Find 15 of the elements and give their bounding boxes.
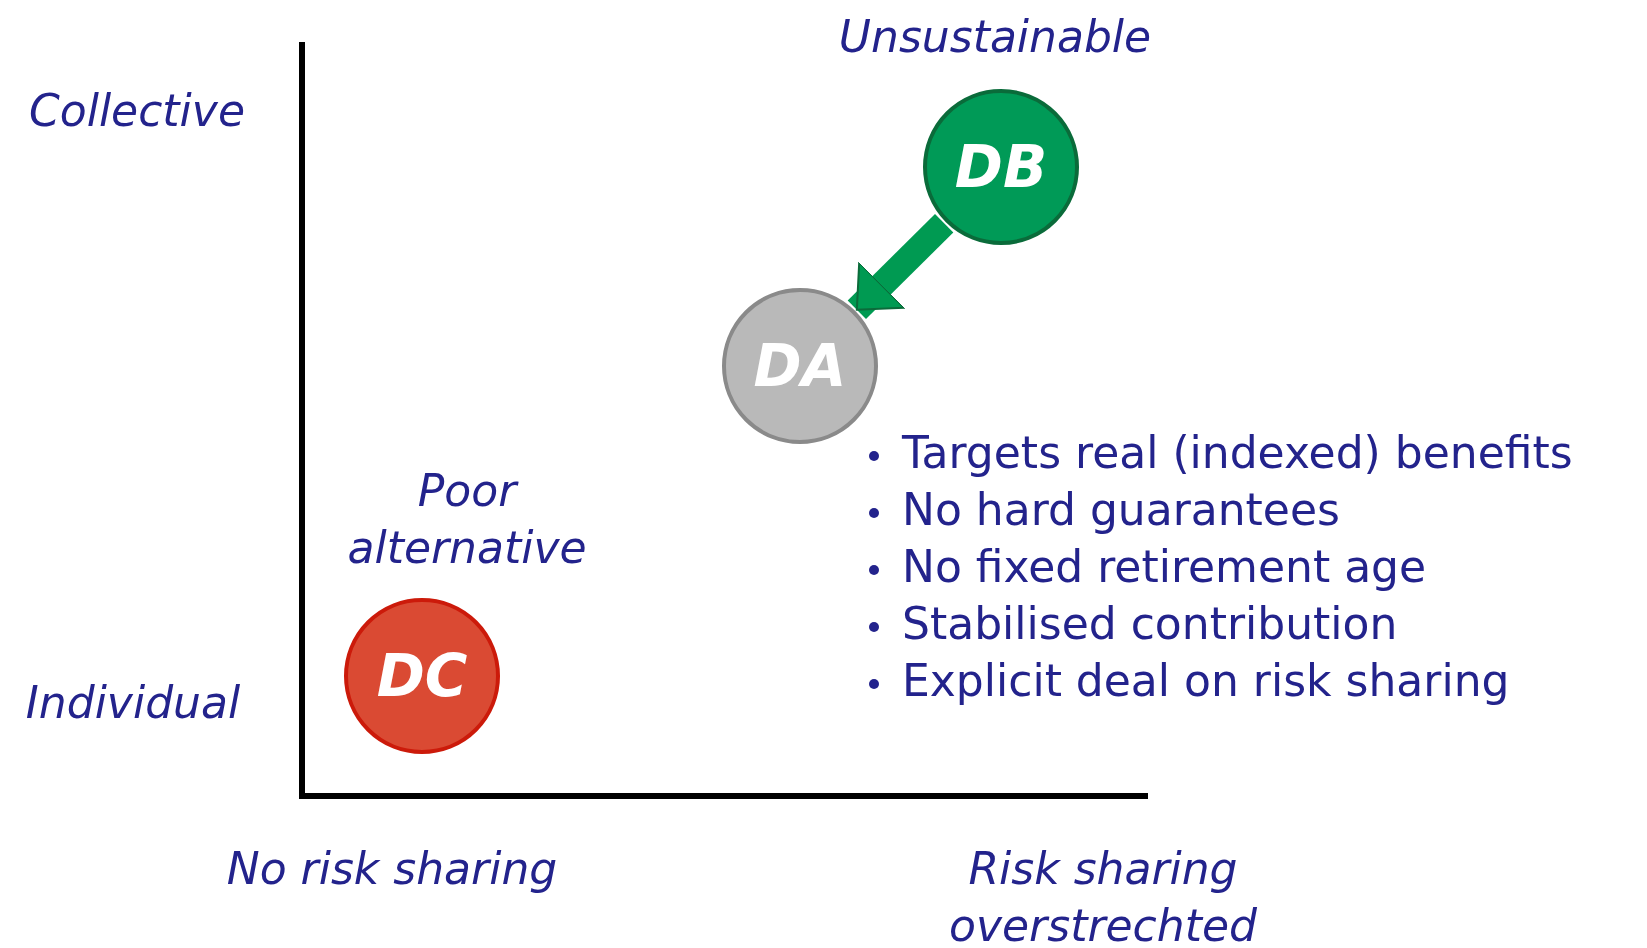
axis-label: Risk sharing overstrechted: [948, 842, 1258, 948]
plan-label: DC: [376, 642, 468, 710]
arrow: [847, 214, 954, 319]
bullet-text: Explicit deal on risk sharing: [902, 654, 1510, 708]
axis-label: No risk sharing: [225, 842, 559, 896]
plan-label: DB: [954, 133, 1048, 201]
bullet-text: Targets real (indexed) benefits: [902, 426, 1573, 480]
bullet-text: No fixed retirement age: [902, 540, 1427, 594]
plan-caption: Poor alternative: [346, 464, 588, 575]
axis-label: Collective: [28, 84, 246, 138]
bullet-text: Stabilised contribution: [902, 597, 1398, 651]
axis-label: Individual: [24, 676, 242, 730]
plan-caption: Unsustainable: [837, 10, 1153, 64]
bullet-text: No hard guarantees: [902, 483, 1340, 537]
plan-label: DA: [753, 332, 847, 400]
